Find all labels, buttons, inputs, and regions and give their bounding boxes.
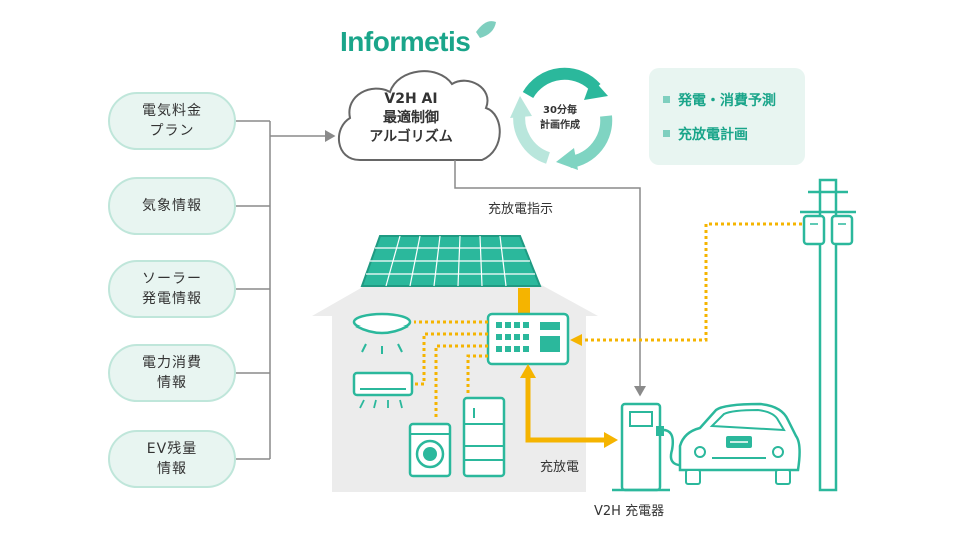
washing-machine-icon — [408, 422, 452, 478]
appliance-power-lines — [414, 320, 488, 420]
input-pill-ev-battery: EV残量 情報 — [108, 430, 236, 488]
input-pill-label: ソーラー 発電情報 — [142, 271, 202, 307]
input-pill-weather: 気象情報 — [108, 177, 236, 235]
input-pill-electricity-plan: 電気料金 プラン — [108, 92, 236, 150]
command-line — [454, 160, 646, 397]
features-box: 発電・消費予測 充放電計画 — [649, 68, 805, 165]
feature-label: 発電・消費予測 — [678, 93, 776, 109]
ceiling-light-icon — [352, 312, 412, 354]
utility-pole-icon — [800, 178, 856, 492]
grid-power-line — [578, 222, 820, 342]
v2h-charger-icon — [612, 402, 695, 492]
feature-label: 充放電計画 — [678, 127, 748, 143]
cloud-shape — [337, 70, 501, 161]
input-connectors — [236, 120, 336, 460]
input-pill-label: 電力消費 情報 — [142, 355, 202, 391]
logo-leaf-icon — [476, 21, 496, 38]
charge-discharge-arrow — [525, 376, 606, 443]
solar-panel-icon — [360, 235, 542, 314]
command-label: 充放電指示 — [488, 202, 554, 217]
input-pill-solar: ソーラー 発電情報 — [108, 260, 236, 318]
input-pill-label: 気象情報 — [142, 198, 202, 214]
input-pill-label: EV残量 情報 — [146, 441, 198, 477]
cycle-arrows-icon — [510, 67, 613, 170]
cycle-label: 30分毎 計画作成 — [540, 105, 580, 131]
input-pill-label: 電気料金 プラン — [142, 103, 202, 139]
electric-car-icon — [678, 402, 801, 485]
feature-item: 発電・消費予測 — [663, 90, 776, 110]
informetis-logo: Informetis — [340, 26, 471, 57]
arrow-up-icon — [520, 364, 536, 378]
feature-item: 充放電計画 — [663, 124, 748, 144]
bullet-icon — [663, 129, 670, 137]
grid-arrow-icon — [570, 334, 582, 346]
charger-label: V2H 充電器 — [594, 504, 665, 519]
air-conditioner-icon — [352, 371, 414, 409]
arrow-right-icon — [604, 432, 618, 448]
charge-discharge-label: 充放電 — [540, 460, 580, 475]
power-controller-icon — [486, 312, 570, 366]
input-pill-consumption: 電力消費 情報 — [108, 344, 236, 402]
bullet-icon — [663, 95, 670, 103]
refrigerator-icon — [462, 396, 506, 478]
cloud-label: V2H AI 最適制御 アルゴリズム — [369, 91, 453, 145]
